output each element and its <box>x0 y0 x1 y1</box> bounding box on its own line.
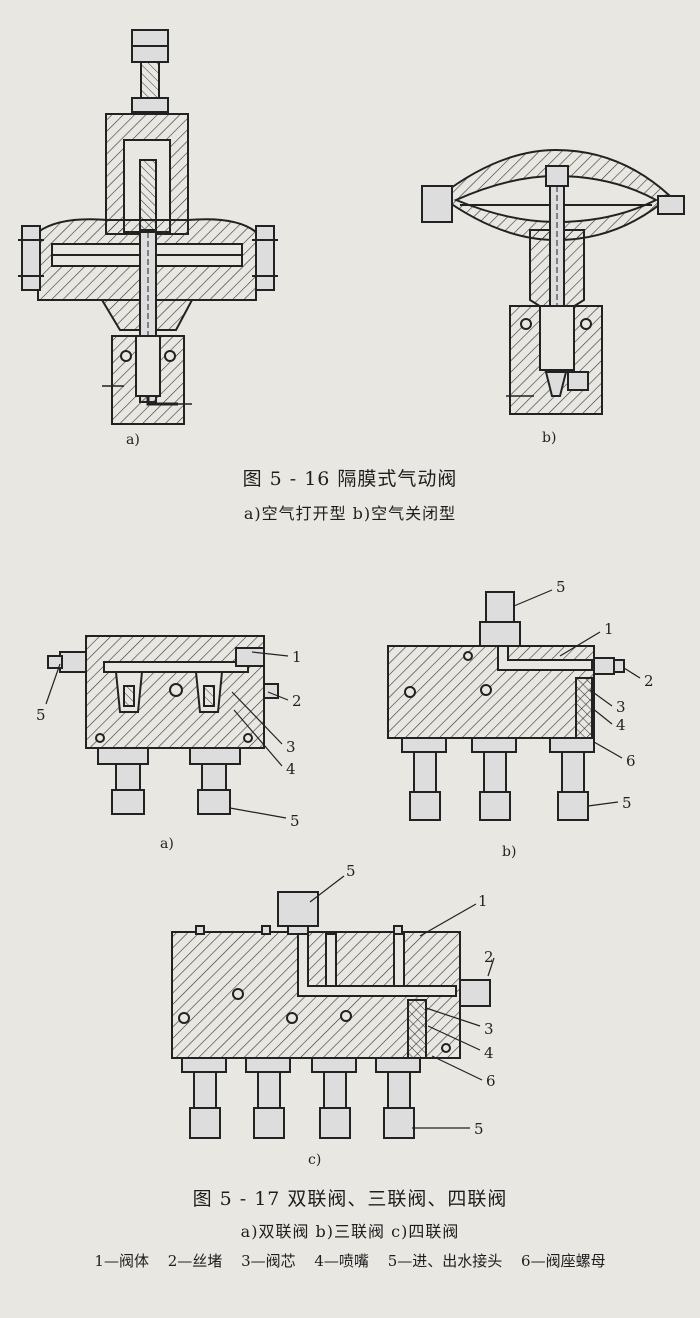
fig17c-callout-6: 6 <box>486 1072 496 1090</box>
fig17c-quad-valve <box>171 891 491 1139</box>
fig17a-callouts <box>45 651 289 819</box>
legend-item-6: 6—阀座螺母 <box>521 1252 606 1270</box>
legend-item-5: 5—进、出水接头 <box>387 1252 503 1270</box>
fig17b-callout-5-top: 5 <box>556 578 566 596</box>
fig17b-callout-4: 4 <box>616 716 626 734</box>
fig17a-callout-3: 3 <box>286 738 296 756</box>
fig17-legend: 1—阀体 2—丝堵 3—阀芯 4—喷嘴 5—进、出水接头 6—阀座螺母 <box>0 1250 700 1271</box>
fig17a-callout-1: 1 <box>292 648 302 666</box>
fig17b-callout-3: 3 <box>616 698 626 716</box>
fig17c-callout-1: 1 <box>478 892 488 910</box>
fig17b-callout-1: 1 <box>604 620 614 638</box>
fig17a-label: a) <box>160 836 174 852</box>
fig17c-label: c) <box>308 1152 321 1168</box>
fig17c-callout-5-bottom: 5 <box>474 1120 484 1138</box>
fig17b-callout-2: 2 <box>644 672 654 690</box>
fig17c-callout-5-top: 5 <box>346 862 356 880</box>
fig17-title: 图 5 - 17 双联阀、三联阀、四联阀 <box>192 1188 508 1210</box>
fig17c-callout-3: 3 <box>484 1020 494 1038</box>
fig17c-callout-2: 2 <box>484 948 494 966</box>
fig17b-callout-5-bottom: 5 <box>622 794 632 812</box>
fig17b-label: b) <box>502 844 516 860</box>
fig16a-valve-drawing <box>18 29 278 425</box>
fig17-subtitle: a)双联阀 b)三联阀 c)四联阀 <box>240 1222 460 1241</box>
legend-item-2: 2—丝堵 <box>167 1252 223 1270</box>
fig17a-callout-4: 4 <box>286 760 296 778</box>
fig16b-label: b) <box>542 430 556 446</box>
fig16-subtitle: a)空气打开型 b)空气关闭型 <box>243 504 457 523</box>
fig17c-callouts <box>309 875 495 1129</box>
legend-item-1: 1—阀体 <box>94 1252 149 1270</box>
fig17a-double-valve <box>47 635 279 815</box>
fig17a-callout-5-bottom: 5 <box>290 812 300 830</box>
fig16b-valve-drawing <box>421 148 685 415</box>
fig17b-callout-6: 6 <box>626 752 636 770</box>
fig16-title: 图 5 - 16 隔膜式气动阀 <box>242 468 458 490</box>
fig17b-callouts <box>513 589 641 807</box>
fig16a-label: a) <box>126 432 140 448</box>
fig17a-callout-2: 2 <box>292 692 302 710</box>
fig17c-callout-4: 4 <box>484 1044 494 1062</box>
fig17b-triple-valve <box>387 591 625 821</box>
legend-item-4: 4—喷嘴 <box>314 1252 369 1270</box>
fig17a-callout-5-left: 5 <box>36 706 46 724</box>
legend-item-3: 3—阀芯 <box>241 1252 296 1270</box>
